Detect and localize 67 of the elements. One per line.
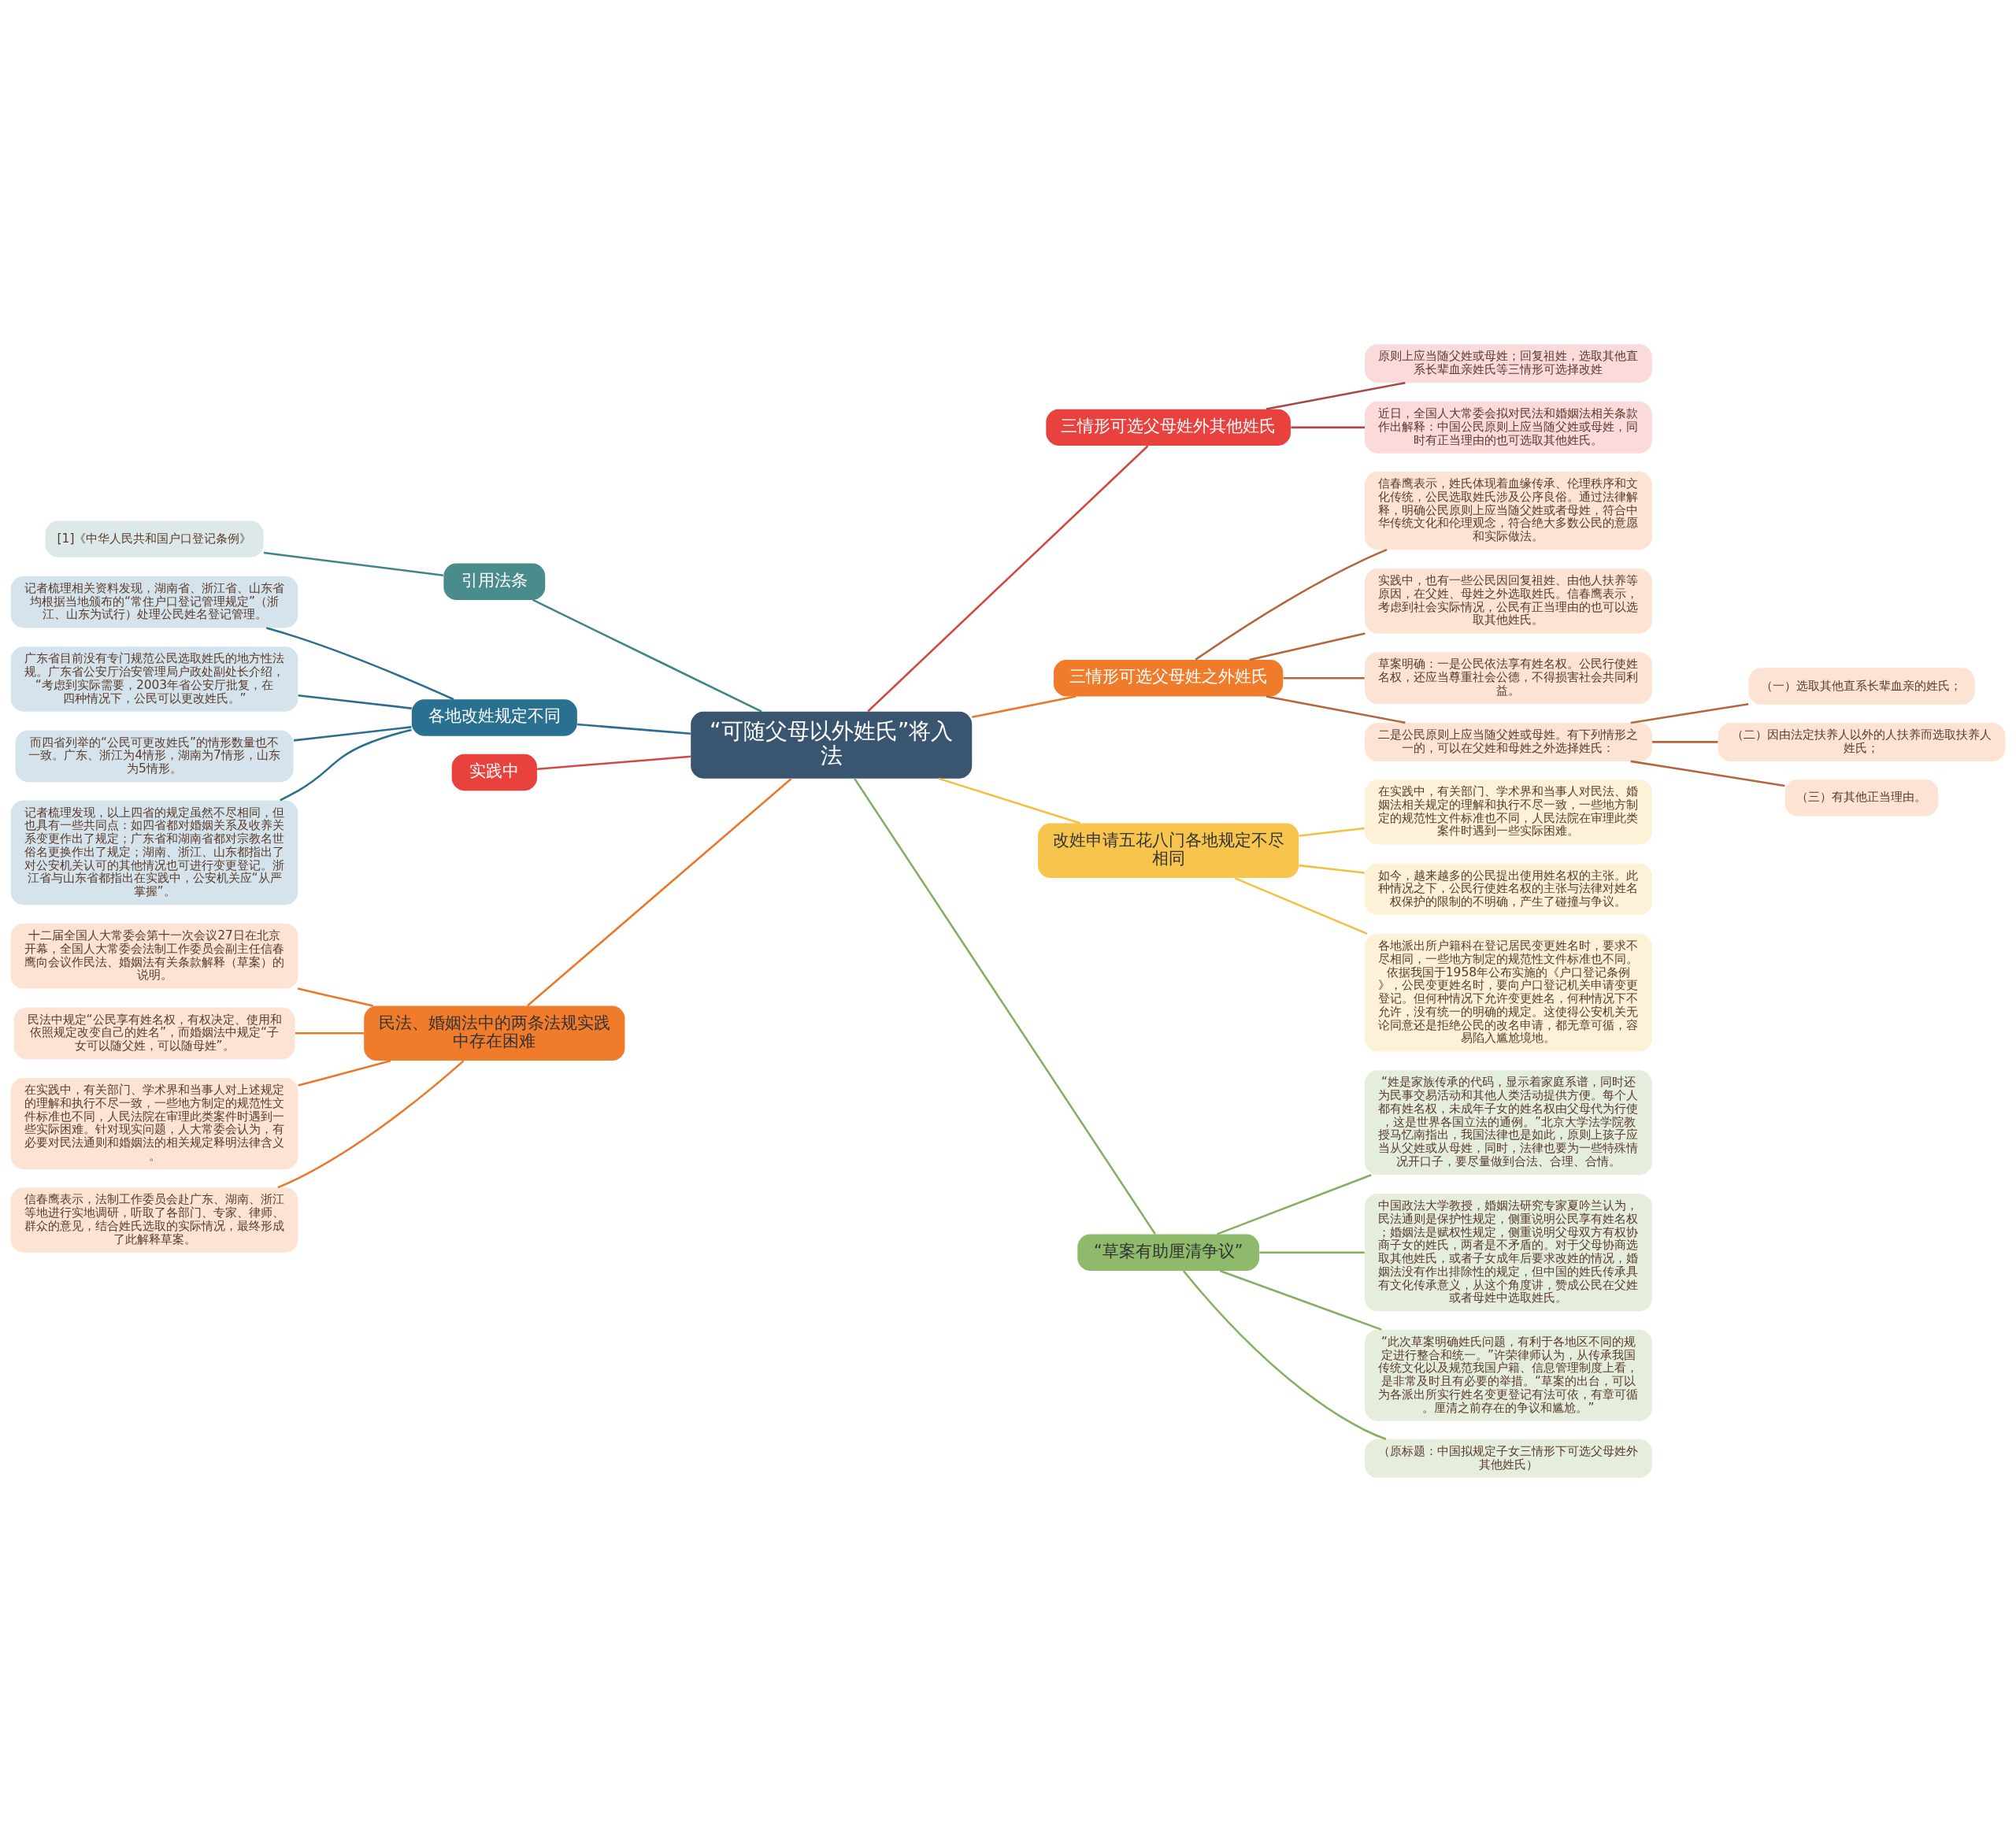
node-box: 近日，全国人大常委会拟对民法和婚姻法相关条款作出解释：中国公民原则上应当随父姓或母姓，同时有正当理由的也可选取其他姓氏。 bbox=[1365, 402, 1652, 454]
node-box: “可随父母以外姓氏”将入法 bbox=[691, 711, 973, 779]
connector bbox=[1234, 877, 1368, 935]
connector bbox=[1266, 695, 1406, 724]
connector bbox=[532, 598, 762, 713]
connector bbox=[1283, 676, 1365, 680]
node-box: 民法、婚姻法中的两条法规实践中存在困难 bbox=[364, 1005, 625, 1061]
node-box: （二）因由法定扶养人以外的人扶养而选取扶养人姓氏； bbox=[1718, 722, 2006, 761]
node-box: 三情形可选父母姓外其他姓氏 bbox=[1046, 409, 1291, 446]
node-box: 实践中，也有一些公民因回复祖姓、由他人扶养等原因，在父姓、母姓之外选取姓氏。信春鹰表示，考虑到社会实际情况，公民有正当理由的也可以选取其他姓氏。 bbox=[1365, 568, 1652, 634]
connector bbox=[263, 551, 443, 576]
connector bbox=[1259, 1251, 1365, 1254]
connector bbox=[295, 1032, 365, 1035]
node-box: （原标题：中国拟规定子女三情形下可选父母姓外其他姓氏） bbox=[1365, 1439, 1652, 1478]
connector bbox=[1219, 1269, 1382, 1331]
connector bbox=[1291, 426, 1366, 429]
connector bbox=[1249, 632, 1366, 661]
connector bbox=[1217, 1173, 1372, 1235]
node-box: 中国政法大学教授，婚姻法研究专家夏吟兰认为，民法通则是保护性规定，侧重说明公民享有姓名权；婚姻法是赋权性规定，侧重说明父母双方有权协商子女的姓氏，两者是不矛盾的。对于父母协商选取其他姓氏，或者子女成年后要求改姓的情况，婚姻法没有作出排除性的规定，但中国的姓氏传承具有文化传承意义，从这个角度讲，赞成公民在父姓或者母姓中选取姓氏。 bbox=[1365, 1193, 1652, 1312]
connector bbox=[1299, 827, 1365, 837]
node-box: 在实践中，有关部门、学术界和当事人对上述规定的理解和执行不尽一致，一些地方制定的规范性文件标准也不同，人民法院在审理此类案件时遇到一些实际困难。针对现实问题，人大常委会认为，有必要对民法通则和婚姻法的相关规定释明法律含义。 bbox=[10, 1078, 298, 1169]
node-box: “草案有助厘清争议” bbox=[1077, 1234, 1259, 1271]
node-box: 实践中 bbox=[451, 754, 537, 791]
node-box: 记者梳理相关资料发现，湖南省、浙江省、山东省均根据当地颁布的“常住户口登记管理规定”（浙江、山东为试行）处理公民姓名登记管理。 bbox=[10, 576, 298, 628]
node-box: 广东省目前没有专门规范公民选取姓氏的地方性法规。广东省公安厅治安管理局户政处副处长介绍，“考虑到实际需要，2003年省公安厅批复，在四种情况下，公民可以更改姓氏。” bbox=[10, 646, 298, 712]
node-box: 各地改姓规定不同 bbox=[411, 699, 577, 736]
node-box: “此次草案明确姓氏问题，有利于各地区不同的规定进行整合和统一。”许荣律师认为，从传承我国传统文化以及规范我国户籍、信息管理制度上看，是非常及时且有必要的举措。“草案的出台，可以为各派出所实行姓名变更登记有法可依，有章可循。厘清之前存在的争议和尴尬。” bbox=[1365, 1329, 1652, 1421]
node-box: [1]《中华人民共和国户口登记条例》 bbox=[45, 520, 264, 557]
connector bbox=[938, 777, 1081, 824]
node-box: 而四省列举的“公民可更改姓氏”的情形数量也不一致。广东、浙江为4情形，湖南为7情形，山东为5情形。 bbox=[15, 730, 294, 783]
node-box: 信春鹰表示，姓氏体现着血缘传承、伦理秩序和文化传统，公民选取姓氏涉及公序良俗。通过法律解释，明确公民原则上应当随父姓或者母姓，符合中华传统文化和伦理观念，符合绝大多数公民的意愿和实际做法。 bbox=[1365, 471, 1652, 550]
connector bbox=[298, 1060, 391, 1087]
node-box: （一）选取其他直系长辈血亲的姓氏； bbox=[1748, 668, 1975, 705]
node-box: 十二届全国人大常委会第十一次会议27日在北京开幕，全国人大常委会法制工作委员会副主任信春鹰向会议作民法、婚姻法有关条款解释（草案）的说明。 bbox=[10, 924, 298, 989]
connector bbox=[1299, 864, 1365, 874]
connector bbox=[854, 778, 1156, 1235]
node-box: 二是公民原则上应当随父姓或母姓。有下列情形之一的，可以在父姓和母姓之外选择姓氏： bbox=[1365, 722, 1652, 761]
connector bbox=[297, 987, 374, 1007]
connector bbox=[577, 723, 691, 735]
connector bbox=[1195, 548, 1388, 661]
connector bbox=[527, 778, 792, 1007]
node-box: 引用法条 bbox=[443, 563, 546, 600]
connector bbox=[1630, 760, 1785, 787]
node-box: 在实践中，有关部门、学术界和当事人对民法、婚姻法相关规定的理解和执行不尽一致，一些地方制定的规范性文件标准也不同，人民法院在审理此类案件时遇到一些实际困难。 bbox=[1365, 780, 1652, 845]
node-box: 改姓申请五花八门各地规定不尽相同 bbox=[1038, 823, 1299, 879]
node-box: 如今，越来越多的公民提出使用姓名权的主张。此种情况之下，公民行使姓名权的主张与法律对姓名权保护的限制的不明确，产生了碰撞与争议。 bbox=[1365, 863, 1652, 916]
connector bbox=[280, 728, 412, 802]
connector bbox=[277, 1060, 465, 1189]
node-box: 各地派出所户籍科在登记居民变更姓名时，要求不尽相同，一些地方制定的规范性文件标准也不同。依据我国于1958年公布实施的《户口登记条例》，公民变更姓名时，要向户口登记机关申请变更登记。但何种情况下允许变更姓名，何种情况下不允许，没有统一的明确的规定。这使得公安机关无论同意还是拒绝公民的改名申请，都无章可循，容易陷入尴尬境地。 bbox=[1365, 934, 1652, 1052]
node-box: 民法中规定“公民享有姓名权，有权决定、使用和依照规定改变自己的姓名”，而婚姻法中规定“子女可以随父姓，可以随母姓”。 bbox=[13, 1007, 295, 1060]
connector bbox=[1652, 741, 1718, 743]
node-box: 记者梳理发现，以上四省的规定虽然不尽相同，但也具有一些共同点：如四省都对婚姻关系及收养关系变更作出了规定；广东省和湖南省都对宗教名世俗名更换作出了规定；湖南、浙江、山东都指出了对公安机关认可的其他情况也可进行变更登记。浙江省与山东省都指出在实践中，公安机关应“从严掌握”。 bbox=[10, 800, 298, 905]
connector bbox=[867, 445, 1149, 713]
connector bbox=[1266, 381, 1406, 410]
node-box: 草案明确：一是公民依法享有姓名权。公民行使姓名权，还应当尊重社会公德，不得损害社会共同利益。 bbox=[1365, 652, 1652, 705]
connector bbox=[298, 694, 412, 709]
connector bbox=[294, 726, 412, 742]
node-box: “姓是家族传承的代码，显示着家庭系谱，同时还为民事交易活动和其他人类活动提供方便。每个人都有姓名权，未成年子女的姓名权由父母代为行使，这是世界各国立法的通例。”北京大学法学院教授马忆南指出，我国法律也是如此，原则上孩子应当从父姓或从母姓，同时，法律也要为一些特殊情况开口子，要尽量做到合法、合理、合情。 bbox=[1365, 1070, 1652, 1176]
connector bbox=[1630, 702, 1749, 724]
node-box: 原则上应当随父姓或母姓；回复祖姓，选取其他直系长辈血亲姓氏等三情形可选择改姓 bbox=[1365, 344, 1652, 383]
connector bbox=[1182, 1270, 1387, 1440]
connector bbox=[972, 695, 1077, 719]
connector bbox=[537, 755, 691, 771]
node-box: 信春鹰表示，法制工作委员会赴广东、湖南、浙江等地进行实地调研，听取了各部门、专家、律师、群众的意见，结合姓氏选取的实际情况，最终形成了此解释草案。 bbox=[10, 1187, 298, 1253]
connector bbox=[265, 627, 454, 701]
node-box: 三情形可选父母姓之外姓氏 bbox=[1054, 660, 1284, 697]
node-box: （三）有其他正当理由。 bbox=[1784, 780, 1939, 817]
